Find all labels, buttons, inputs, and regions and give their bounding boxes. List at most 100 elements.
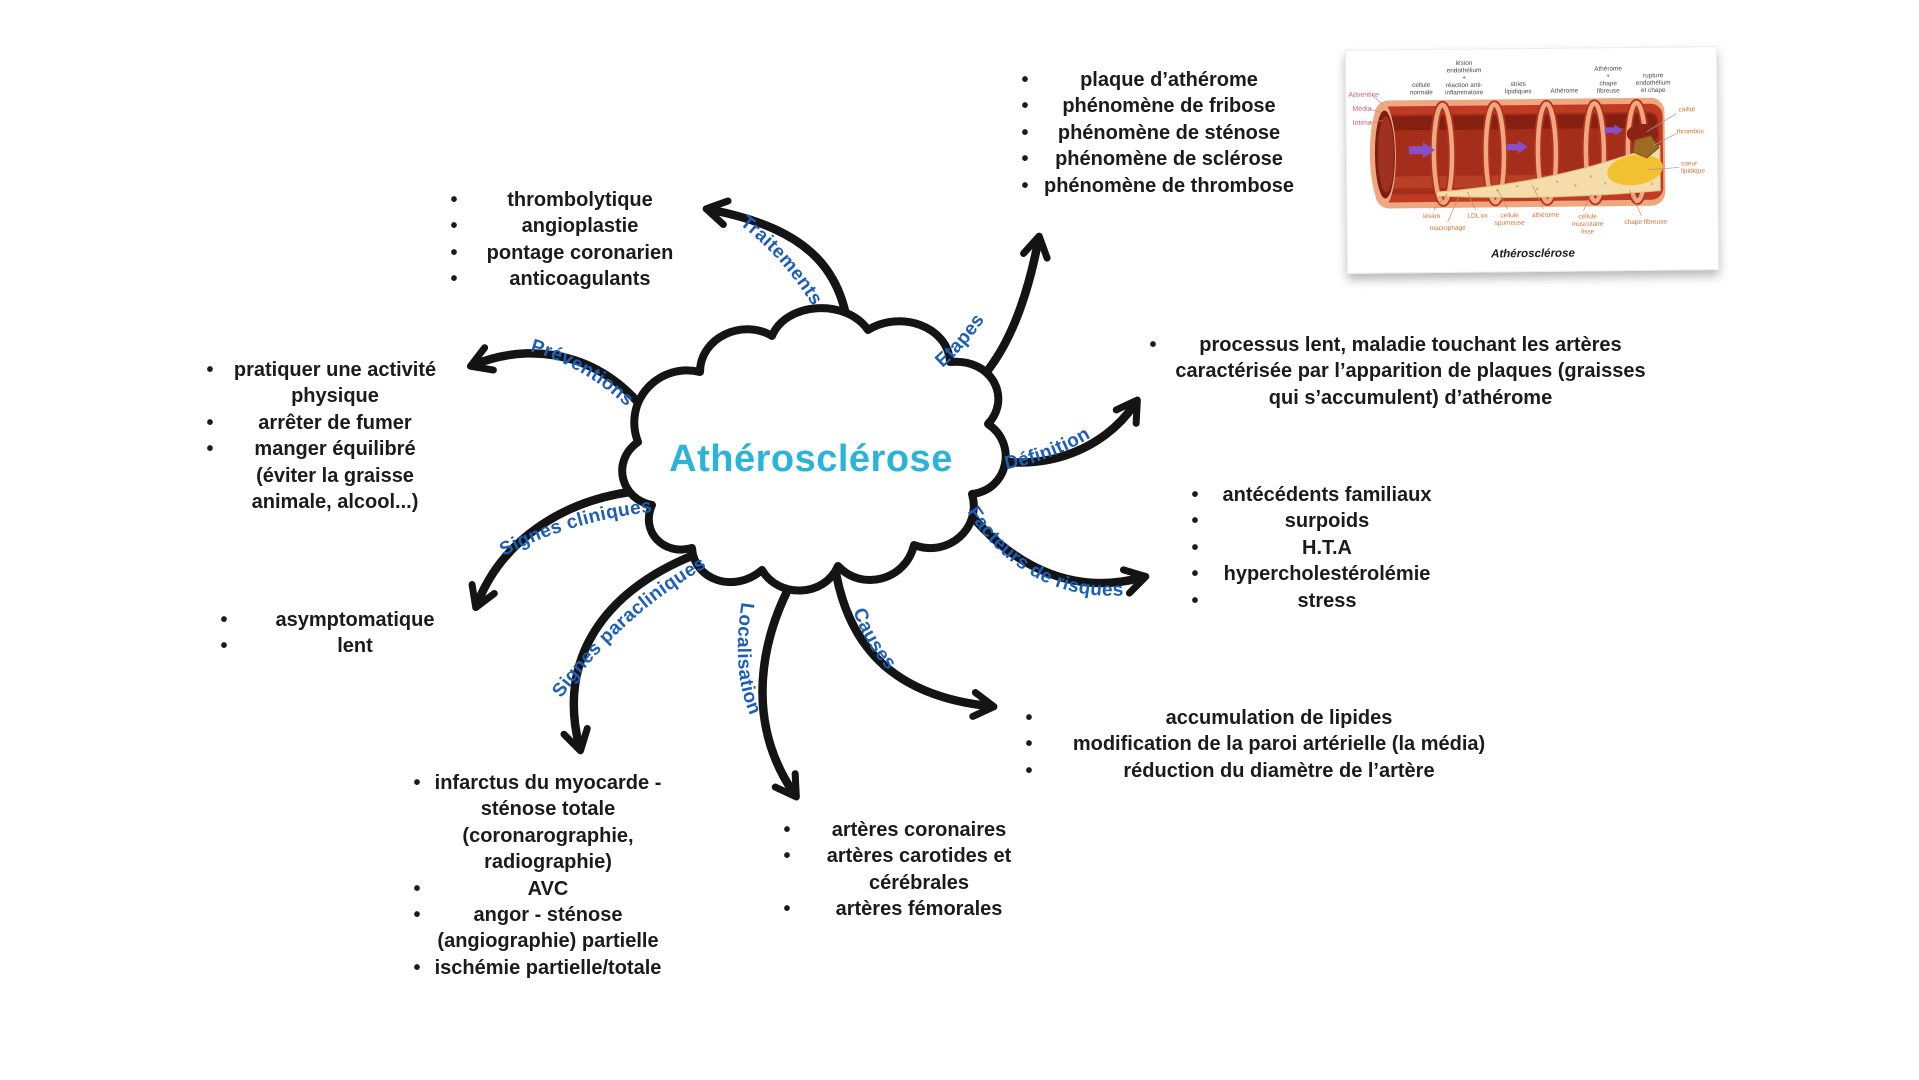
- branch-list-preventions: pratiquer une activité physique arrêter …: [197, 357, 447, 515]
- list-item-text: surpoids: [1284, 510, 1370, 533]
- list-item-text: thrombolytique: [507, 189, 653, 211]
- artery-tube: [1369, 97, 1666, 209]
- bullet-icon: [1182, 508, 1208, 534]
- bullet-icon: [441, 187, 467, 213]
- stage-label-atherome-chape: Athérome+chapefibreuse: [1594, 65, 1622, 94]
- branch-label-paracliniques: Signes paracliniques: [548, 553, 709, 701]
- list-item: angor - sténose (angiographie) partielle: [404, 902, 666, 955]
- branch-list-causes: accumulation de lipides modification de …: [1016, 705, 1516, 784]
- list-item-text: plaque d’athérome: [1080, 69, 1258, 91]
- branch-list-signes-paracliniques: infarctus du myocarde - sténose totale (…: [404, 770, 666, 981]
- list-item-text: AVC: [527, 877, 569, 900]
- list-item: antécédents familiaux: [1182, 482, 1446, 508]
- list-item: manger équilibré (éviter la graisse anim…: [197, 436, 447, 515]
- bottom-label-cellule-spumeuse: cellulespumeuse: [1495, 212, 1526, 227]
- list-item: pontage coronarien: [441, 240, 693, 266]
- bullet-icon: [404, 955, 430, 981]
- list-item-text: processus lent, maladie touchant les art…: [1175, 334, 1646, 409]
- list-item: H.T.A: [1182, 535, 1446, 561]
- list-item: angioplastie: [441, 213, 693, 239]
- list-item-text: antécédents familiaux: [1222, 484, 1432, 506]
- list-item-text: phénomène de fribose: [1062, 95, 1276, 118]
- inset-caption: Athérosclérose: [1490, 248, 1575, 261]
- list-item: arrêter de fumer: [197, 410, 447, 436]
- bottom-label-ldl-ox: LDL ox: [1467, 212, 1488, 219]
- list-item-text: arrêter de fumer: [258, 411, 412, 434]
- branch-list-facteurs-de-risques: antécédents familiaux surpoids H.T.A hyp…: [1182, 482, 1446, 614]
- branch-label-causes: Causes: [848, 605, 900, 674]
- bullet-icon: [1016, 758, 1042, 784]
- bullet-icon: [1182, 588, 1208, 614]
- bullet-icon: [1182, 482, 1208, 508]
- list-item: processus lent, maladie touchant les art…: [1140, 332, 1655, 411]
- stage-label-rupture: ruptureendothéliumet chape: [1636, 72, 1671, 94]
- list-item-text: artères carotides et cérébrales: [826, 845, 1012, 894]
- arrow-localisation: [758, 561, 806, 801]
- central-cloud: [618, 304, 1010, 595]
- lipid-core: [1607, 154, 1663, 186]
- bullet-icon: [1016, 731, 1042, 757]
- list-item-text: accumulation de lipides: [1165, 707, 1393, 729]
- list-item: artères fémorales: [774, 896, 1038, 922]
- list-item: phénomène de sclérose: [1012, 146, 1300, 172]
- stage-label-lesion-endothelium: lésionendothélium+réaction anti-inflamma…: [1445, 60, 1484, 97]
- bullet-icon: [197, 357, 223, 410]
- branch-list-signes-cliniques: asymptomatique lent: [211, 607, 473, 660]
- list-item-text: pratiquer une activité physique: [233, 359, 437, 408]
- bullet-icon: [1012, 93, 1038, 119]
- arrow-paracliniques: [560, 547, 707, 755]
- list-item: infarctus du myocarde - sténose totale (…: [404, 770, 666, 876]
- bullet-icon: [774, 817, 800, 843]
- list-item-text: angioplastie: [521, 215, 639, 238]
- leader-lines-bottom: [1433, 184, 1642, 223]
- layer-label-media: Média: [1352, 106, 1371, 113]
- right-label-thrombus: thrombus: [1677, 128, 1705, 135]
- list-item: ischémie partielle/totale: [404, 955, 666, 981]
- bullet-icon: [211, 633, 237, 659]
- bullet-icon: [1012, 67, 1038, 93]
- list-item: phénomène de fribose: [1012, 93, 1300, 119]
- bullet-icon: [1012, 120, 1038, 146]
- list-item: asymptomatique: [211, 607, 473, 633]
- bullet-icon: [441, 240, 467, 266]
- list-item: lent: [211, 633, 473, 659]
- artery-inset-image: Adventice Média Intima cellulenormale lé…: [1344, 46, 1720, 274]
- list-item: pratiquer une activité physique: [197, 357, 447, 410]
- arrow-causes: [828, 547, 998, 720]
- leader-lines: [1368, 94, 1680, 171]
- list-item: anticoagulants: [441, 266, 693, 292]
- list-item-text: H.T.A: [1302, 536, 1352, 559]
- bullet-icon: [197, 436, 223, 515]
- bullet-icon: [211, 607, 237, 633]
- list-item-text: phénomène de sclérose: [1055, 148, 1283, 171]
- bullet-icon: [1012, 173, 1038, 199]
- bullet-icon: [197, 410, 223, 436]
- list-item: stress: [1182, 588, 1446, 614]
- list-item-text: manger équilibré (éviter la graisse anim…: [251, 438, 419, 514]
- list-item-text: angor - sténose (angiographie) partielle: [437, 904, 659, 953]
- bullet-icon: [774, 896, 800, 922]
- list-item: modification de la paroi artérielle (la …: [1016, 731, 1516, 757]
- artery-diagram: Adventice Média Intima cellulenormale lé…: [1348, 60, 1705, 261]
- list-item-text: hypercholestérolémie: [1223, 563, 1431, 586]
- list-item: thrombolytique: [441, 187, 693, 213]
- bottom-label-cellule-musculaire: cellulemusculairelisse: [1572, 213, 1604, 235]
- list-item: hypercholestérolémie: [1182, 561, 1446, 587]
- branch-label-facteurs: Facteurs de risques: [963, 503, 1124, 601]
- list-item-text: phénomène de thrombose: [1043, 174, 1295, 197]
- bullet-icon: [1012, 146, 1038, 172]
- bullet-icon: [1016, 705, 1042, 731]
- bullet-icon: [1182, 535, 1208, 561]
- branch-label-preventions: Préventions: [528, 336, 637, 411]
- layer-label-adventice: Adventice: [1348, 92, 1379, 99]
- list-item: accumulation de lipides: [1016, 705, 1516, 731]
- branch-list-traitements: thrombolytique angioplastie pontage coro…: [441, 187, 693, 293]
- bottom-label-lesion: lésion: [1423, 213, 1440, 220]
- bullet-icon: [1140, 332, 1166, 411]
- blood-flow-arrows: [1408, 124, 1623, 159]
- branch-label-localisation: Localisation: [733, 601, 766, 717]
- list-item-text: pontage coronarien: [486, 241, 674, 264]
- list-item-text: ischémie partielle/totale: [434, 956, 662, 979]
- bullet-icon: [441, 213, 467, 239]
